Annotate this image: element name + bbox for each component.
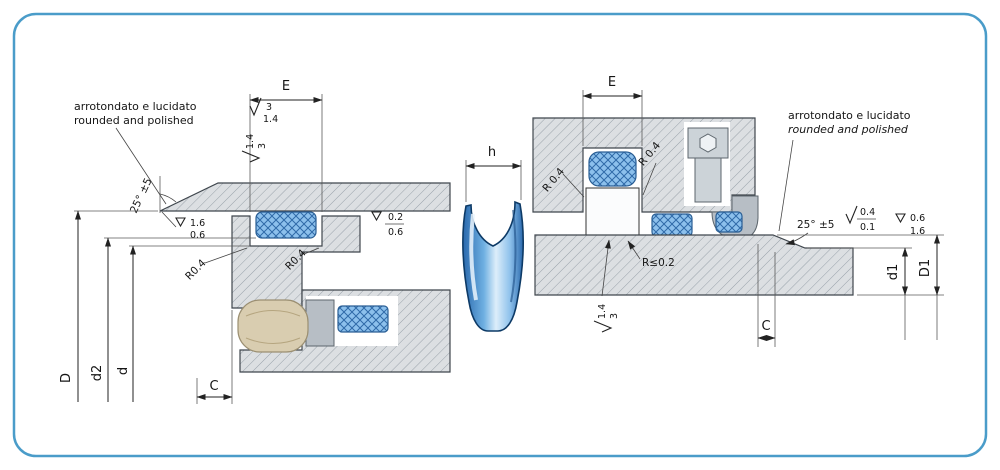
finish-value: 1.6 — [910, 226, 925, 237]
left-finish-groove: 0.2 0.6 — [371, 211, 404, 238]
finish-value: 0.6 — [910, 213, 925, 224]
left-dim-d: d — [116, 367, 131, 375]
seal-highlight — [469, 213, 478, 301]
right-seal-cap — [585, 187, 640, 236]
left-note-line2: rounded and polished — [74, 114, 194, 127]
left-finish-side: 1.4 3 — [241, 134, 268, 163]
finish-value: 3 — [609, 313, 620, 319]
right-note-line1: arrotondato e lucidato — [788, 109, 911, 122]
seal-profile: h — [462, 145, 524, 332]
finish-value: 0.1 — [860, 222, 875, 233]
finish-value: 1.6 — [190, 218, 205, 229]
finish-value: 3 — [266, 102, 272, 113]
right-finish-side: 0.6 1.6 — [895, 213, 925, 237]
right-angle-label: 25° ±5 — [797, 219, 834, 231]
seal-shadow — [510, 209, 517, 303]
finish-value: 1.4 — [597, 304, 608, 319]
center-dim-h: h — [488, 145, 496, 160]
right-note-line2: rounded and polished — [788, 123, 909, 136]
right-finish-rod: 0.4 0.1 — [845, 205, 876, 233]
right-dim-c: C — [761, 319, 770, 334]
right-radius-c: R≤0.2 — [642, 257, 675, 269]
finish-value: 0.6 — [190, 230, 205, 241]
finish-value: 1.4 — [245, 134, 256, 149]
left-finish-bore: 1.6 0.6 — [161, 211, 205, 241]
right-oring — [588, 151, 637, 187]
left-section-view — [159, 182, 451, 373]
finish-value: 0.6 — [388, 227, 403, 238]
left-dim-D: D — [59, 373, 74, 383]
left-bearing-part — [305, 299, 335, 347]
right-dim-D1: D1 — [918, 259, 933, 277]
right-section-view — [532, 117, 854, 296]
right-dim-e: E — [608, 75, 616, 90]
finish-value: 1.4 — [263, 114, 278, 125]
left-roller — [237, 299, 309, 353]
right-finish-groove: 1.4 3 — [593, 239, 620, 333]
wiper-seal — [715, 211, 743, 233]
left-dim-d2: d2 — [90, 365, 105, 382]
left-groove-seal — [255, 211, 317, 239]
left-finish-top: 3 1.4 — [249, 97, 278, 125]
finish-value: 3 — [257, 143, 268, 149]
left-note-line1: arrotondato e lucidato — [74, 100, 197, 113]
left-dim-e: E — [282, 79, 290, 94]
screw-hex-socket — [699, 133, 717, 153]
left-lower-seal — [337, 305, 389, 333]
right-secondary-seal — [651, 213, 693, 237]
screw-shank — [694, 157, 722, 203]
left-housing-section — [159, 182, 451, 212]
seal-cross-section — [462, 200, 524, 332]
left-roller-lines — [245, 310, 301, 344]
finish-value: 0.2 — [388, 212, 403, 223]
finish-value: 0.4 — [860, 207, 875, 218]
right-dim-d1: d1 — [886, 264, 901, 281]
left-dim-c: C — [209, 379, 218, 394]
